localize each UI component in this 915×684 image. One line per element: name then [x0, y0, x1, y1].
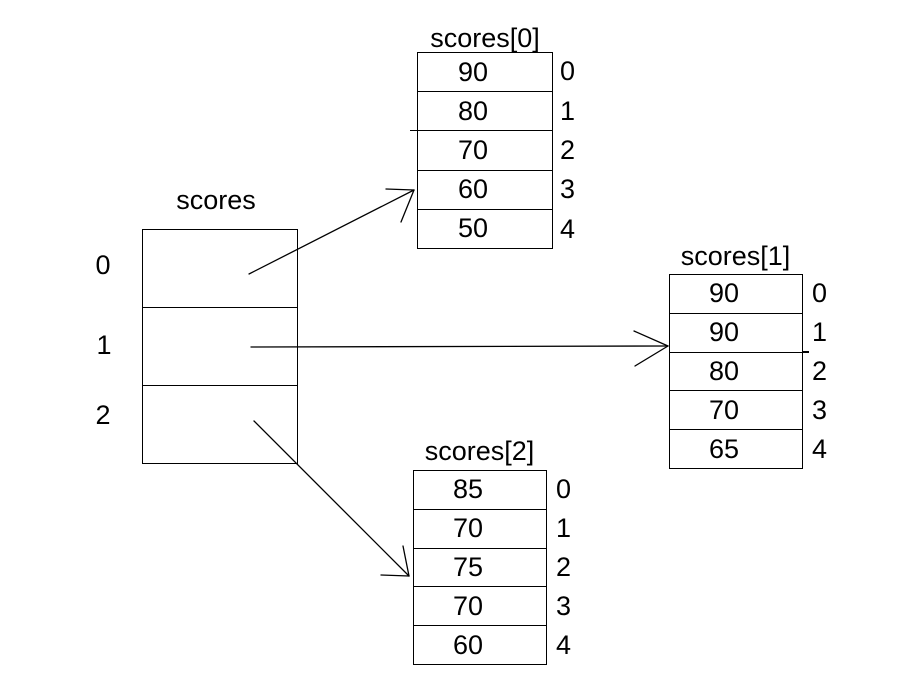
arrow-barb	[633, 330, 669, 347]
scores1-title: scores[1]	[680, 241, 791, 271]
scores2-title: scores[2]	[424, 436, 535, 466]
main-array-title: scores	[176, 185, 256, 215]
array-cell: 65	[670, 429, 802, 468]
scores1-index-column: 0 1 2 3 4	[812, 274, 840, 469]
index-label: 0	[556, 474, 572, 504]
main-array-cell-1	[143, 307, 297, 385]
array-cell: 90	[457, 56, 489, 87]
scores0-table: 90 80 70 60 50	[410, 52, 553, 249]
index-label: 4	[812, 434, 828, 464]
index-label: 4	[556, 630, 572, 660]
array-cell: 70	[414, 586, 546, 625]
index-label: 1	[556, 513, 572, 543]
index-label: 2	[556, 552, 572, 582]
main-array-index-1: 1	[96, 330, 112, 360]
scores0-index-column: 0 1 2 3 4	[560, 52, 588, 249]
scores0-title: scores[0]	[430, 23, 540, 53]
main-array-box	[142, 229, 298, 464]
arrow-barb	[380, 574, 410, 577]
arrow-to-scores1	[250, 330, 669, 367]
array-cell: 70	[670, 390, 802, 429]
scores2-table: 85 70 75 70 60	[413, 470, 547, 665]
main-array-cell-0	[143, 230, 297, 307]
arrow-shaft	[253, 420, 410, 577]
index-label: 3	[556, 591, 572, 621]
arrow-to-scores0	[248, 188, 415, 275]
array-cell: 50	[418, 208, 552, 248]
arrow-barb	[402, 545, 410, 577]
index-label: 1	[560, 95, 576, 126]
arrow-shaft	[248, 189, 415, 275]
array-cell: 80	[670, 351, 809, 391]
array-cell: 80	[418, 91, 552, 130]
scores1-table: 90 90 80 70 65	[669, 274, 809, 469]
scores2-index-column: 0 1 2 3 4	[556, 470, 584, 665]
arrow-barb	[385, 188, 415, 191]
array-cell: 90	[708, 278, 740, 309]
arrow-barb	[400, 189, 415, 223]
index-label: 3	[560, 174, 576, 205]
index-label: 0	[812, 278, 828, 308]
array-cell: 70	[414, 508, 546, 548]
index-label: 4	[560, 213, 576, 244]
index-label: 3	[812, 395, 828, 425]
array-cell: 70	[410, 129, 552, 169]
main-array-index-0: 0	[95, 250, 111, 280]
index-label: 2	[560, 135, 576, 166]
array-cell: 90	[670, 312, 802, 352]
array-cell: 60	[414, 625, 546, 664]
index-label: 0	[560, 56, 576, 87]
array-cell: 75	[414, 547, 546, 587]
main-array-cell-2	[143, 385, 297, 463]
array-cell: 85	[452, 474, 484, 505]
arrow-shaft	[250, 345, 669, 348]
arrow-to-scores2	[253, 420, 410, 577]
index-label: 2	[812, 356, 828, 386]
array-cell: 60	[418, 169, 552, 209]
arrow-barb	[634, 345, 669, 367]
index-label: 1	[812, 317, 828, 347]
main-array-index-2: 2	[95, 400, 111, 430]
